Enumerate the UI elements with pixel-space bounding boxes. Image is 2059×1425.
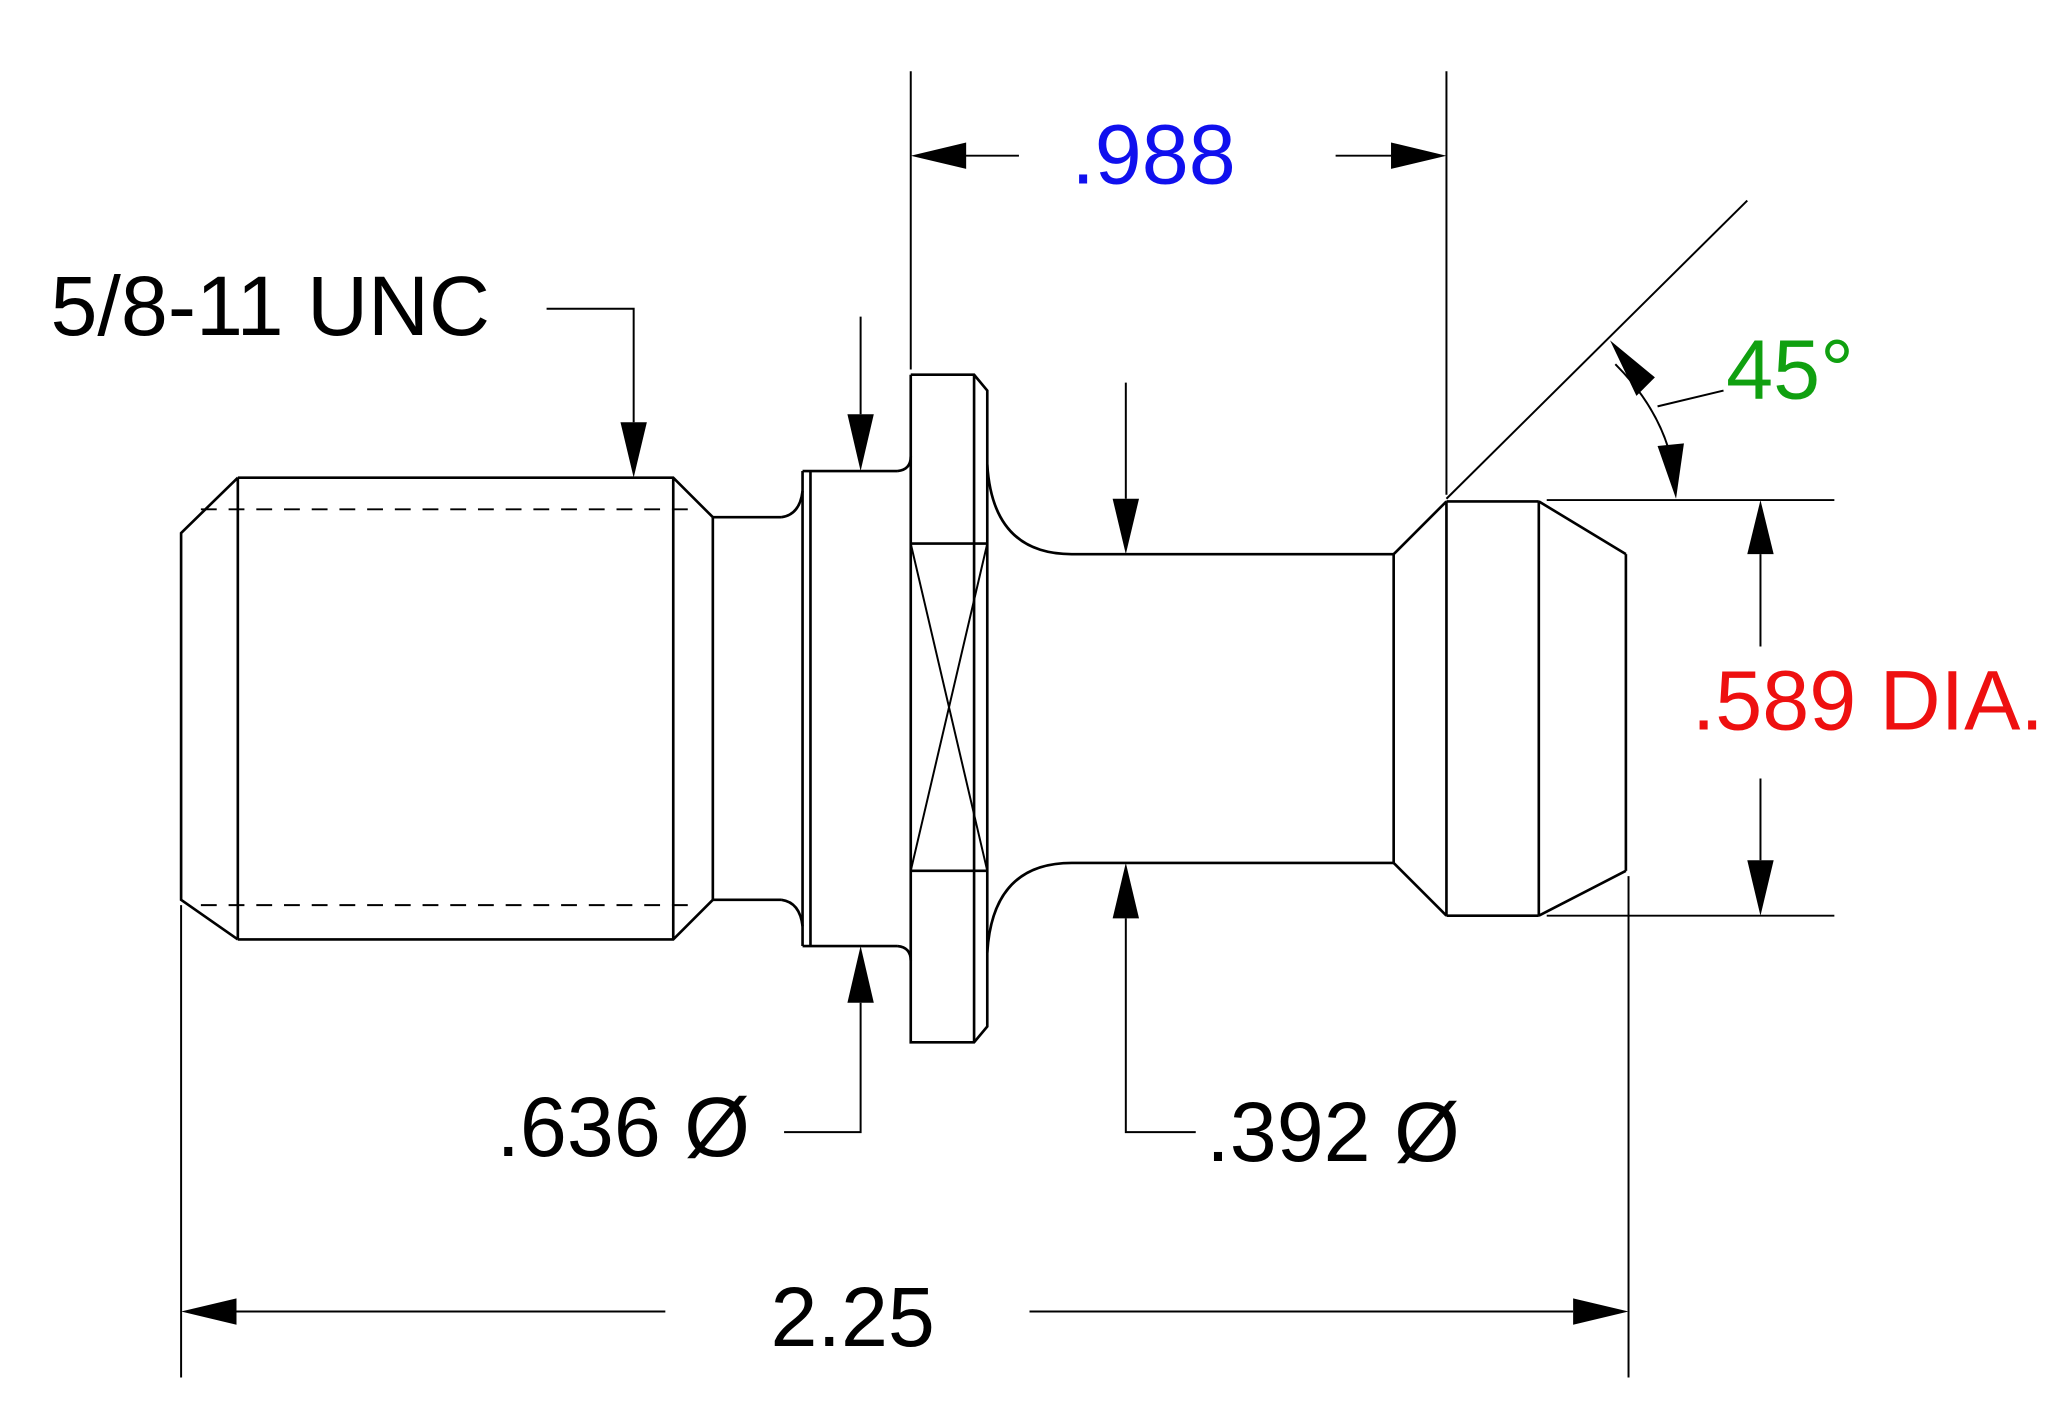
part-outline [179, 373, 1628, 1044]
dimension-text-392-dia: .392 Ø [1206, 1085, 1459, 1179]
dimension-head-diameter: .589 DIA. [1546, 499, 2044, 917]
dimension-text-2-25: 2.25 [771, 1270, 935, 1364]
dimension-overall-length: 2.25 [180, 876, 1630, 1378]
collar [801, 456, 913, 961]
dimension-neck-diameter: .392 Ø [1112, 382, 1460, 1179]
arrowhead-collar-top [847, 414, 874, 472]
arrowhead-angle-lower [1657, 443, 1684, 499]
arrowhead-thread [620, 422, 647, 478]
dimension-chamfer-angle: 45° [1445, 199, 1854, 500]
neck [985, 464, 1395, 953]
dimension-text-988: .988 [1071, 107, 1235, 201]
leader-thread-callout: 5/8-11 UNC [50, 259, 647, 478]
arrowhead-overall-left [181, 1298, 237, 1325]
arrowhead-up [1747, 500, 1774, 555]
dimension-text-636-dia: .636 Ø [496, 1080, 749, 1174]
arrowhead-left [910, 142, 967, 169]
head [1392, 500, 1628, 918]
wrench-flat-cross-2 [909, 543, 989, 872]
threaded-shank [179, 476, 715, 941]
relief-groove [712, 490, 804, 927]
arrowhead-neck-bottom [1112, 862, 1140, 919]
arrowhead-collar-bottom [847, 946, 874, 1003]
dimension-text-589-dia: .589 DIA. [1692, 654, 2044, 748]
thread-callout-text: 5/8-11 UNC [50, 259, 490, 353]
arrowhead-down [1747, 860, 1774, 916]
arrowhead-neck-top [1112, 498, 1140, 555]
arrowhead-overall-right [1573, 1298, 1629, 1325]
dimension-text-45-degrees: 45° [1726, 322, 1854, 416]
arrowhead-right [1391, 142, 1447, 169]
arrowhead-angle-upper [1610, 340, 1655, 396]
flange [909, 373, 989, 1044]
dimension-flange-to-head: .988 [909, 71, 1448, 495]
dimension-collar-diameter: .636 Ø [496, 316, 874, 1174]
